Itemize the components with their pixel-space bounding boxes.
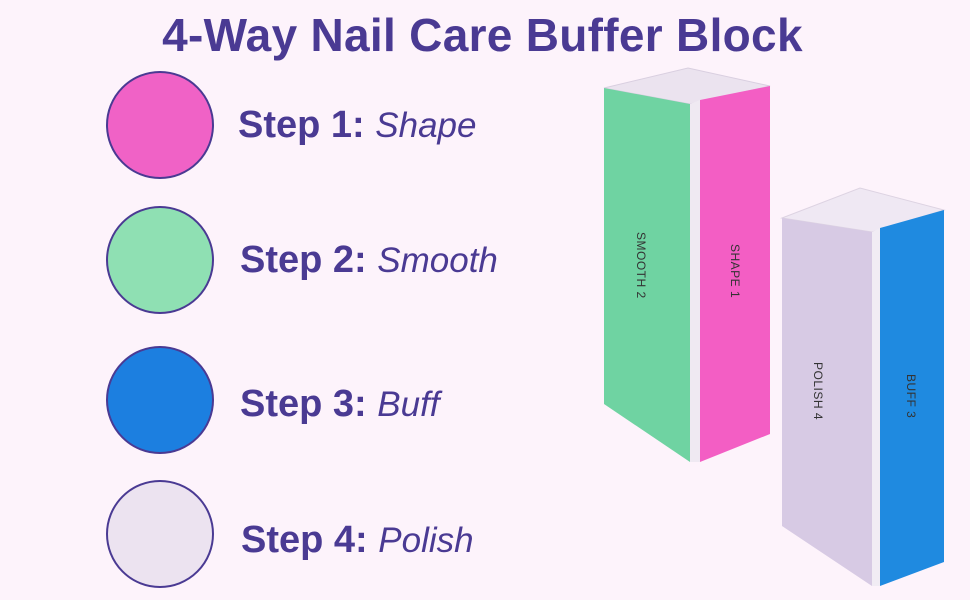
- step-3-label: Step 3:: [240, 383, 367, 425]
- step-4-label: Step 4:: [241, 519, 368, 561]
- step-1-name: Shape: [375, 106, 477, 145]
- block-2-lavender-face: [782, 218, 872, 586]
- step-4-name: Polish: [378, 521, 474, 560]
- shape-swatch: [106, 71, 214, 179]
- polish-swatch: [106, 480, 214, 588]
- step-2-name: Smooth: [377, 241, 498, 280]
- block-1-right-label: SHAPE 1: [728, 244, 742, 298]
- smooth-swatch: [106, 206, 214, 314]
- step-3: Step 3: Buff: [240, 383, 440, 426]
- block-2-blue-face: [880, 210, 944, 586]
- step-1: Step 1: Shape: [238, 104, 476, 147]
- page-title: 4-Way Nail Care Buffer Block: [162, 9, 803, 61]
- buffer-block-1: SMOOTH 2 SHAPE 1: [603, 67, 771, 462]
- step-2-label: Step 2:: [240, 239, 367, 281]
- step-2: Step 2: Smooth: [240, 239, 498, 282]
- block-2-right-label: BUFF 3: [904, 374, 918, 418]
- block-1-green-face: [604, 88, 690, 462]
- buffer-block-2: POLISH 4 BUFF 3: [780, 187, 946, 586]
- block-1-pink-face: [700, 86, 770, 462]
- block-1-edge: [690, 100, 700, 462]
- buff-swatch: [106, 346, 214, 454]
- step-3-name: Buff: [377, 385, 440, 424]
- step-1-label: Step 1:: [238, 104, 365, 146]
- block-2-left-label: POLISH 4: [811, 362, 825, 420]
- step-4: Step 4: Polish: [241, 519, 474, 562]
- block-1-left-label: SMOOTH 2: [634, 232, 648, 299]
- block-2-edge: [872, 228, 880, 586]
